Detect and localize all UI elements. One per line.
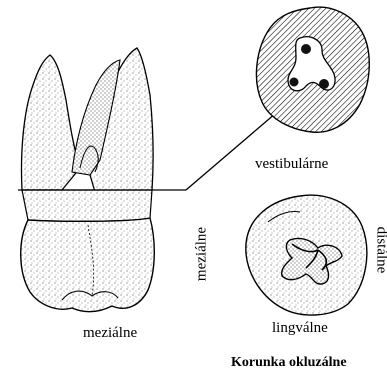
pointer-arrow-shaft — [186, 113, 276, 190]
tooth-crown — [21, 218, 155, 312]
tooth-root-left — [21, 55, 80, 190]
root-canal-2 — [319, 79, 329, 89]
root-cross-section — [256, 7, 369, 132]
label-distal-side: distálne — [373, 227, 387, 274]
label-mesial-side: meziálne — [194, 227, 211, 281]
root-canal-1 — [301, 44, 311, 54]
label-vestibular: vestibulárne — [255, 156, 328, 173]
occlusal-crown — [246, 195, 367, 315]
tooth-mesial-view — [21, 48, 155, 312]
caption-occlusal-crown: Korunka okluzálne — [231, 355, 347, 371]
label-lingual: lingválne — [272, 320, 328, 337]
label-mesial-view: meziálne — [83, 325, 137, 342]
tooth-cervical — [22, 190, 152, 221]
root-canal-3 — [290, 78, 299, 87]
